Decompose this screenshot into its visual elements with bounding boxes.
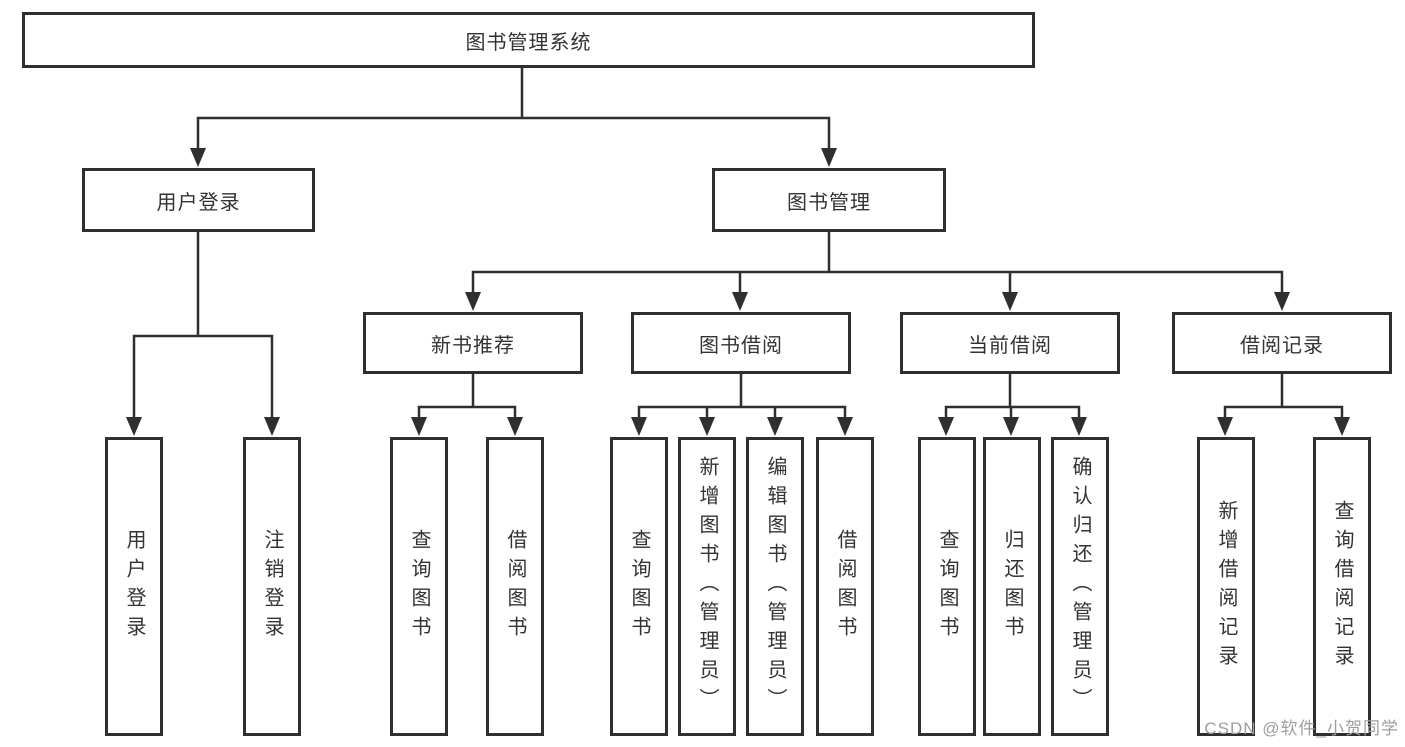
leaf-borrow-books-label: 借阅图书 — [834, 528, 856, 645]
node-borrow-records-label: 借阅记录 — [1240, 334, 1324, 357]
leaf-add-borrow-record: 新增借阅记录 — [1197, 437, 1255, 736]
leaf-borrow-books: 借阅图书 — [816, 437, 874, 736]
leaf-query-books-borrow-label: 查询图书 — [628, 528, 650, 645]
node-borrow-records: 借阅记录 — [1172, 312, 1392, 374]
node-current-borrow: 当前借阅 — [900, 312, 1120, 374]
node-book-management: 图书管理 — [712, 168, 946, 232]
node-library-system-label: 图书管理系统 — [465, 31, 592, 54]
connector-userlogin-to-leaves — [132, 230, 274, 421]
node-user-login: 用户登录 — [82, 168, 315, 232]
leaf-user-login: 用户登录 — [105, 437, 163, 736]
leaf-edit-books-admin-label: 编辑图书（管理员） — [764, 456, 786, 717]
leaf-query-borrow-record: 查询借阅记录 — [1313, 437, 1371, 736]
leaf-add-books-admin: 新增图书（管理员） — [678, 437, 736, 736]
leaf-query-borrow-record-label: 查询借阅记录 — [1331, 499, 1353, 674]
arrowheads — [126, 148, 1350, 436]
leaf-return-books-label: 归还图书 — [1001, 528, 1023, 645]
node-book-borrow-label: 图书借阅 — [699, 334, 783, 357]
leaf-logout-label: 注销登录 — [261, 528, 283, 645]
connector-bookmgmt-to-level3 — [471, 230, 1284, 296]
connector-currentborrow-to-leaves — [944, 372, 1081, 421]
node-book-borrow: 图书借阅 — [631, 312, 851, 374]
connector-root-to-level2 — [196, 66, 831, 152]
leaf-confirm-return-admin: 确认归还（管理员） — [1051, 437, 1109, 736]
leaf-query-books-current: 查询图书 — [918, 437, 976, 736]
connector-bookborrow-to-leaves — [637, 372, 847, 421]
leaf-edit-books-admin: 编辑图书（管理员） — [746, 437, 804, 736]
leaf-query-books-recommend: 查询图书 — [390, 437, 448, 736]
node-book-management-label: 图书管理 — [787, 191, 871, 214]
leaf-user-login-label: 用户登录 — [123, 528, 145, 645]
node-library-system: 图书管理系统 — [22, 12, 1035, 68]
connector-borrowrecords-to-leaves — [1223, 372, 1344, 421]
node-new-book-recommend-label: 新书推荐 — [431, 334, 515, 357]
leaf-add-books-admin-label: 新增图书（管理员） — [696, 456, 718, 717]
leaf-borrow-books-recommend-label: 借阅图书 — [504, 528, 526, 645]
leaf-add-borrow-record-label: 新增借阅记录 — [1215, 499, 1237, 674]
leaf-borrow-books-recommend: 借阅图书 — [486, 437, 544, 736]
leaf-query-books-current-label: 查询图书 — [936, 528, 958, 645]
node-current-borrow-label: 当前借阅 — [968, 334, 1052, 357]
connector-newbook-to-leaves — [417, 372, 517, 421]
leaf-return-books: 归还图书 — [983, 437, 1041, 736]
leaf-confirm-return-admin-label: 确认归还（管理员） — [1069, 456, 1091, 717]
leaf-query-books-recommend-label: 查询图书 — [408, 528, 430, 645]
node-user-login-label: 用户登录 — [156, 191, 241, 214]
node-new-book-recommend: 新书推荐 — [363, 312, 583, 374]
leaf-query-books-borrow: 查询图书 — [610, 437, 668, 736]
csdn-watermark: CSDN @软件_小贺同学 — [1204, 719, 1399, 738]
leaf-logout: 注销登录 — [243, 437, 301, 736]
